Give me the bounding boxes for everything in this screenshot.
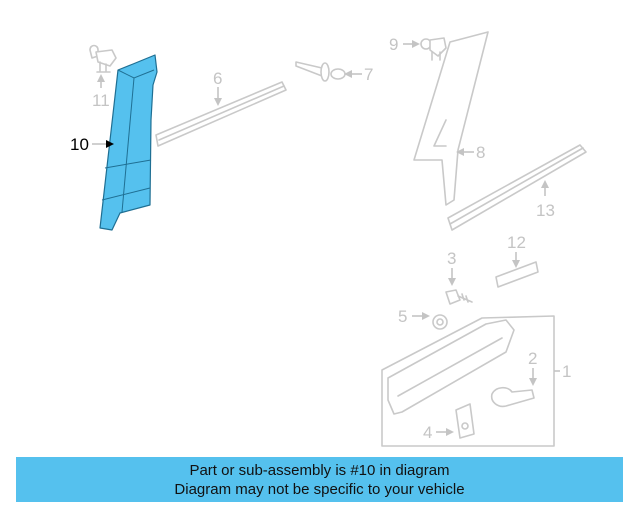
part-3-screw[interactable] [445, 289, 473, 305]
callout-9: 9 [389, 35, 398, 54]
callout-3: 3 [447, 249, 456, 268]
part-6-weatherstrip[interactable] [155, 81, 287, 147]
part-10-pillar-trim[interactable] [99, 54, 158, 231]
callout-2: 2 [528, 349, 537, 368]
part-7-fastener[interactable] [295, 61, 346, 82]
callout-11: 11 [92, 91, 110, 110]
leader-lines [92, 40, 560, 436]
callout-10: 10 [70, 135, 89, 154]
disclaimer-banner: Part or sub-assembly is #10 in diagram D… [16, 457, 623, 502]
part-8-window-frame[interactable] [413, 31, 489, 206]
callout-8: 8 [476, 143, 485, 162]
callout-4: 4 [423, 423, 432, 442]
part-11-clip[interactable] [89, 44, 117, 73]
part-5-nut[interactable] [432, 314, 448, 330]
banner-line-disclaimer: Diagram may not be specific to your vehi… [174, 481, 465, 498]
callout-7: 7 [364, 65, 373, 84]
part-12-emblem[interactable] [495, 261, 539, 288]
part-2-handle[interactable] [490, 386, 535, 408]
leader-arrow-10 [106, 140, 114, 148]
part-1-assembly[interactable] [381, 315, 555, 447]
callout-1: 1 [562, 362, 571, 381]
part-9-clip[interactable] [420, 37, 447, 61]
callout-6: 6 [213, 69, 222, 88]
part-13-belt-molding[interactable] [447, 144, 587, 231]
part-4-bracket[interactable] [455, 403, 475, 439]
callout-5: 5 [398, 307, 407, 326]
callout-12: 12 [507, 233, 526, 252]
callout-13: 13 [536, 201, 555, 220]
banner-line-part: Part or sub-assembly is #10 in diagram [189, 462, 450, 479]
